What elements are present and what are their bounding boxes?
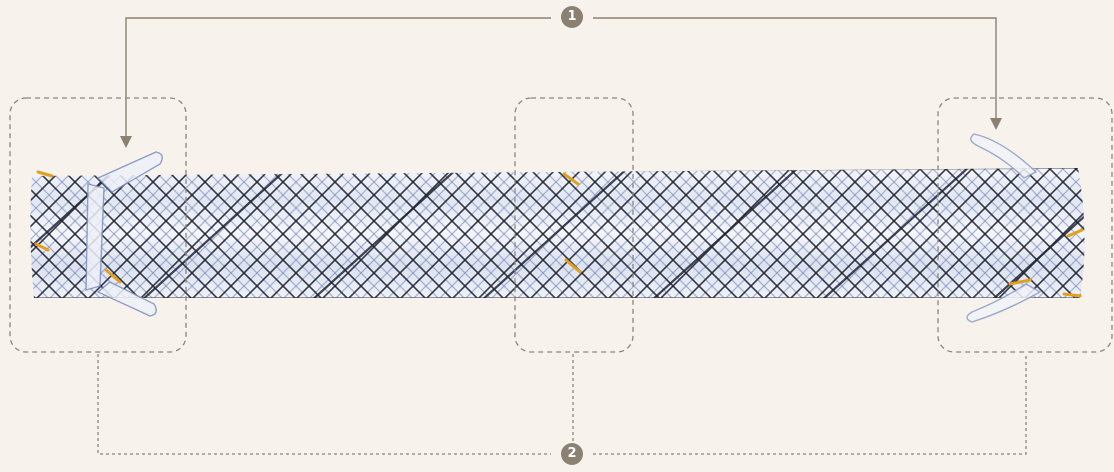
mesh-wire — [989, 168, 1085, 298]
mesh-wire — [479, 168, 631, 298]
mesh-wire — [309, 168, 461, 298]
mesh-wire — [994, 168, 1085, 298]
mesh-wire — [240, 168, 378, 298]
callout-badge-1: 1 — [561, 6, 583, 28]
arrow-down-icon — [120, 136, 132, 148]
left-flaps — [85, 151, 163, 317]
mesh-wire — [110, 168, 248, 298]
mesh-wire — [786, 168, 924, 298]
mesh-wire — [838, 168, 976, 298]
mesh-wire — [1020, 168, 1085, 298]
mesh-wire — [1086, 166, 1114, 302]
radiopaque-marker — [564, 258, 582, 274]
frame-left-end — [9, 97, 187, 353]
mesh-wire — [84, 168, 222, 298]
mesh-wire — [552, 168, 690, 298]
mesh-wire — [292, 168, 430, 298]
callout-2-connector — [97, 354, 1027, 455]
mesh-wire — [58, 168, 196, 298]
mesh-wire — [214, 168, 352, 298]
radiopaque-marker — [1008, 278, 1032, 286]
mesh-wire — [396, 168, 534, 298]
mesh-wire — [370, 168, 508, 298]
mesh-wire — [448, 168, 586, 298]
mesh-wire — [500, 168, 638, 298]
mesh-wire — [734, 168, 872, 298]
mesh-wire — [578, 168, 716, 298]
mesh-wire — [1046, 168, 1085, 298]
radiopaque-marker — [1062, 292, 1082, 298]
mesh-wire — [266, 168, 404, 298]
mesh-wire — [812, 168, 950, 298]
mesh-wire — [1046, 168, 1085, 298]
radiopaque-markers — [34, 170, 1084, 298]
mesh-wire — [604, 168, 742, 298]
mesh-wire — [630, 168, 768, 298]
mesh-wire — [139, 168, 291, 298]
radiopaque-marker — [1066, 228, 1084, 238]
mesh-wire — [890, 168, 1028, 298]
mesh-wire — [708, 168, 846, 298]
radiopaque-marker — [104, 268, 122, 284]
mesh-wire — [0, 166, 13, 302]
mesh-wire — [30, 168, 92, 298]
arrow-down-icon — [990, 118, 1002, 130]
mesh-wire — [474, 168, 612, 298]
mesh-wire — [916, 168, 1054, 298]
mesh-wire — [188, 168, 326, 298]
mesh-wire — [1086, 166, 1114, 302]
frame-middle — [514, 97, 634, 353]
radiopaque-marker — [562, 172, 580, 186]
mesh-wire — [0, 166, 13, 302]
mesh-wire — [1020, 168, 1085, 298]
radiopaque-marker — [36, 170, 54, 178]
mesh-wire — [0, 166, 26, 302]
mesh-wire — [318, 168, 456, 298]
callout-badge-2: 2 — [561, 443, 583, 465]
mesh-wire — [30, 168, 144, 298]
mesh-wire — [344, 168, 482, 298]
mesh-wire — [649, 168, 801, 298]
mesh-wire — [30, 168, 66, 298]
right-flaps — [966, 133, 1042, 323]
callout-1-connector — [125, 17, 997, 140]
mesh-wire — [136, 168, 274, 298]
mesh-wire — [422, 168, 560, 298]
mesh-wire — [526, 168, 664, 298]
radiopaque-marker — [34, 242, 50, 252]
mesh-wire — [30, 168, 66, 298]
mesh-wire — [30, 168, 92, 298]
mesh-wire — [819, 168, 971, 298]
mesh-wire — [0, 166, 26, 302]
mesh-wire — [864, 168, 1002, 298]
mesh-wire — [942, 168, 1080, 298]
mesh-wire — [682, 168, 820, 298]
mesh-wire — [760, 168, 898, 298]
